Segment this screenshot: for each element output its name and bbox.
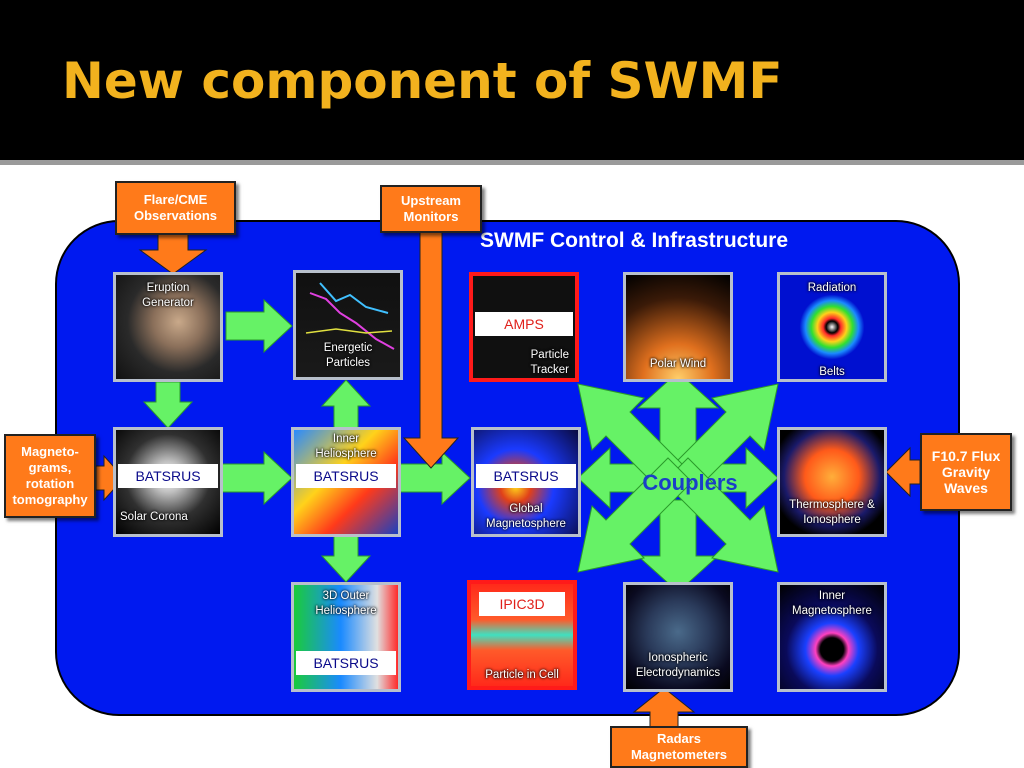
flare-cme-observations-box: Flare/CME Observations xyxy=(115,181,236,235)
eruption-generator-caption: Eruption Generator xyxy=(142,282,194,309)
solar-corona-tile: BATSRUS Solar Corona xyxy=(113,427,223,537)
thermosphere-ionosphere-tile: Thermosphere & Ionosphere xyxy=(777,427,887,537)
polar-wind-caption: Polar Wind xyxy=(649,358,707,370)
outer-heliosphere-batsrus-label: BATSRUS xyxy=(296,651,396,675)
particle-tracker-caption: Particle Tracker xyxy=(530,349,569,376)
radars-magnetometers-box: Radars Magnetometers xyxy=(610,726,748,768)
slide-title: New component of SWMF xyxy=(62,52,783,110)
inner-magnetosphere-caption: Inner Magnetosphere xyxy=(792,590,872,617)
couplers-label: Couplers xyxy=(642,470,738,495)
global-magnetosphere-caption: Global Magnetosphere xyxy=(486,503,566,530)
solar-corona-batsrus-label: BATSRUS xyxy=(118,464,218,488)
outer-heliosphere-tile: 3D Outer Heliosphere BATSRUS xyxy=(291,582,401,692)
radiation-belts-tile: Radiation Belts xyxy=(777,272,887,382)
inner-heliosphere-batsrus-label: BATSRUS xyxy=(296,464,396,488)
radiation-caption: Radiation xyxy=(807,282,857,294)
ipic3d-label: IPIC3D xyxy=(479,592,565,616)
thermosphere-ionosphere-caption: Thermosphere & Ionosphere xyxy=(789,499,875,526)
amps-label: AMPS xyxy=(475,312,573,336)
energetic-particles-caption: Energetic Particles xyxy=(323,342,373,369)
particle-in-cell-caption: Particle in Cell xyxy=(485,669,559,681)
title-bar xyxy=(0,0,1024,160)
outer-heliosphere-caption: 3D Outer Heliosphere xyxy=(315,590,377,617)
control-infrastructure-label: SWMF Control & Infrastructure xyxy=(480,229,788,252)
energetic-particles-plot xyxy=(305,282,395,350)
eruption-generator-tile: Eruption Generator xyxy=(113,272,223,382)
upstream-monitors-box: Upstream Monitors xyxy=(380,185,482,233)
global-magnetosphere-tile: BATSRUS Global Magnetosphere xyxy=(471,427,581,537)
ipic3d-tile: IPIC3D Particle in Cell xyxy=(467,580,577,690)
magnetograms-box: Magneto-grams, rotation tomography xyxy=(4,434,96,518)
energetic-particles-tile: Energetic Particles xyxy=(293,270,403,380)
ionospheric-electrodynamics-tile: Ionospheric Electrodynamics xyxy=(623,582,733,692)
polar-wind-tile: Polar Wind xyxy=(623,272,733,382)
solar-corona-caption: Solar Corona xyxy=(120,511,188,523)
inner-magnetosphere-tile: Inner Magnetosphere xyxy=(777,582,887,692)
f107-gravity-waves-box: F10.7 Flux Gravity Waves xyxy=(920,433,1012,511)
inner-heliosphere-caption: Inner Heliosphere xyxy=(315,433,377,460)
amps-tile: AMPS Particle Tracker xyxy=(469,272,579,382)
belts-caption: Belts xyxy=(819,366,845,378)
inner-heliosphere-tile: Inner Heliosphere BATSRUS xyxy=(291,427,401,537)
title-divider xyxy=(0,160,1024,165)
ionospheric-electrodynamics-caption: Ionospheric Electrodynamics xyxy=(635,652,721,679)
global-magnetosphere-batsrus-label: BATSRUS xyxy=(476,464,576,488)
